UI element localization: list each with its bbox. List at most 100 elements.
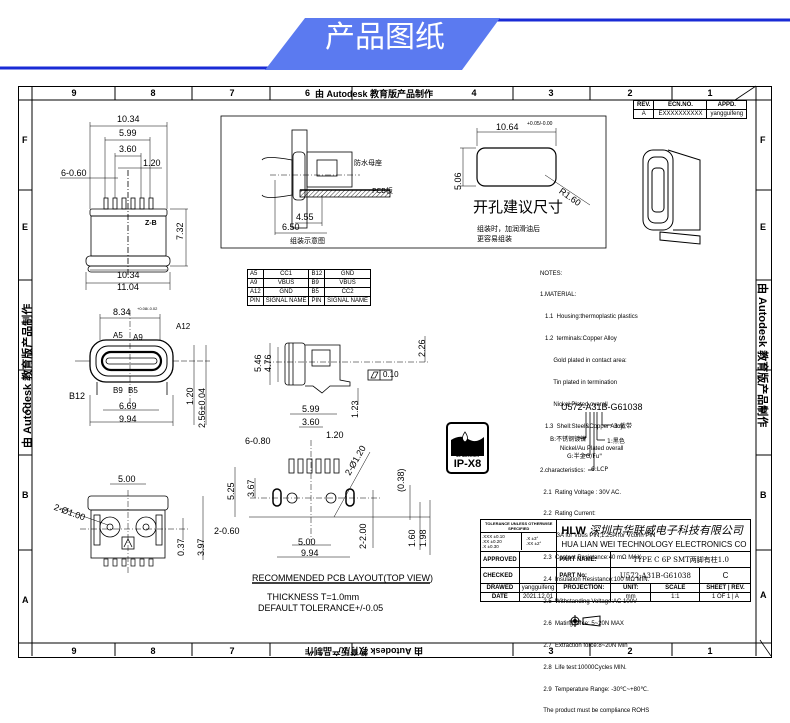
cutout-width-tol: +0.05/-0.00 (527, 121, 553, 127)
row-letter: C (22, 405, 29, 415)
column-number: 4 (471, 88, 477, 98)
revision-table: REV. ECN.NO. APPD. A EXXXXXXXXXX yanggui… (632, 100, 748, 119)
dim-label: 9.94 (119, 414, 137, 424)
company-cell: HLW 深圳市华联威电子科技有限公司 HUA LIAN WEI TECHNOLO… (556, 519, 752, 552)
part-name-label: PART NAME: (556, 551, 612, 568)
dim-label: 3.67 (246, 479, 256, 497)
assembly-diagram (261, 129, 391, 235)
drawing-frame (18, 86, 772, 658)
projection-symbol-icon (569, 615, 601, 627)
header-banner: 产品图纸 (0, 0, 790, 80)
note-line: 2.8 Life test:10000Cycles MIN. (540, 664, 627, 671)
date-label: DATE (480, 592, 520, 602)
rev-label: SHEET | REV. (699, 583, 752, 593)
dim-label: 5.99 (302, 404, 320, 414)
note-line: 2.characteristics: (540, 467, 586, 474)
tolerance-cell: TOLERANCE UNLESS OTHERWISE SPECIFIED .XX… (479, 519, 558, 552)
dim-label: 5.00 (118, 474, 136, 484)
row-letter: E (22, 222, 29, 232)
column-number: 6 (305, 88, 311, 98)
part-code-legend: B:不锈钢镀镍 (550, 436, 587, 443)
ip-rating: IP-X8 (453, 458, 482, 470)
corner-mark (759, 639, 772, 657)
tol-angular: .XX ±2° (526, 541, 542, 546)
dim-label: 5.00 (298, 537, 316, 547)
dim-label: 1.20 (185, 387, 195, 405)
part-no-value: U572-A31B-G61038 (610, 567, 701, 584)
part-code-callouts (578, 412, 612, 471)
note-line: Gold plated in contact area: (540, 358, 627, 365)
unit-label: UNIT: (610, 583, 651, 593)
pin-header: PIN (247, 296, 264, 306)
pin-label: A9 (133, 333, 143, 342)
signal-cell: VBUS (324, 278, 371, 288)
notes-block: NOTES: 1.MATERIAL: 1.1 Housing:thermopla… (540, 256, 655, 723)
part-code: U572-A31B-G61038 (561, 402, 643, 412)
company-name-en: HUA LIAN WEI TECHNOLOGY ELECTRONICS CO (561, 540, 747, 549)
dim-label: 2-2.00 (358, 523, 368, 549)
dim-label: 8.34 (113, 307, 131, 317)
signal-header: SIGNAL NAME (324, 296, 371, 306)
dim-label: 6-0.60 (61, 168, 87, 178)
checked-label: CHECKED (480, 567, 520, 584)
assembly-box-border (220, 115, 607, 249)
column-number: 3 (548, 646, 554, 656)
cutout-title: 开孔建议尺寸 (473, 198, 564, 216)
dim-label: 1.23 (350, 400, 360, 418)
row-letter: B (22, 490, 29, 500)
note-line: Nickel/Au Plated overall (540, 445, 624, 452)
tol-linear: .XXX ±0.10 (482, 534, 505, 539)
note-line: 2.5 Withstanding Voltage:AC 100V (540, 598, 638, 605)
corner-mark (734, 85, 757, 101)
row-letter: F (760, 135, 766, 145)
note-line: 1.2 terminals:Copper Alloy (540, 336, 617, 343)
dim-label: 6.50 (282, 222, 300, 232)
note-line: The product must be compliance ROHS (540, 708, 650, 715)
rev-value: A (734, 594, 739, 600)
pin-label: A12 (176, 322, 191, 331)
column-number: 3 (548, 88, 554, 98)
cutout-diagram (460, 128, 591, 206)
water-drop-icon (451, 431, 484, 456)
pin-cell: A12 (247, 287, 264, 297)
note-line: 2.1 Rating Voltage : 30V AC. (540, 489, 622, 496)
column-number: 9 (71, 88, 77, 98)
pin-cell: A9 (247, 278, 264, 288)
dim-label: 7.32 (175, 222, 185, 240)
row-letter: C (760, 405, 767, 415)
layout-tolerance: DEFAULT TOLERANCE+/-0.05 (258, 603, 384, 613)
pin-label: B12 (69, 391, 86, 401)
column-number: 2 (627, 646, 633, 656)
dim-label: 10.34 (117, 270, 140, 280)
dim-label: 4.55 (296, 212, 314, 222)
column-number: 2 (627, 88, 633, 98)
autodesk-watermark-top: 由 Autodesk 教育版产品制作 (315, 89, 434, 99)
note-line: 1.1 Housing:thermoplastic plastics (540, 314, 638, 321)
banner-graphic (0, 18, 790, 70)
rev-label-text: REV. (731, 585, 745, 591)
dim-label: 4.76 (263, 354, 273, 372)
appd-value: yangguifeng (706, 109, 748, 119)
pin-header: PIN (308, 296, 326, 306)
note-line: 1.MATERIAL: (540, 292, 577, 299)
pin-cell: B9 (308, 278, 326, 288)
dim-label: 5.25 (226, 482, 236, 500)
note-line: Nickel Plated overall (540, 401, 608, 408)
pin-label: B9 (113, 386, 123, 395)
dim-label: 11.04 (117, 282, 139, 292)
part-name-value: TYPE C 6P SMT两脚有柱1.0 (610, 551, 752, 568)
column-ticks (18, 86, 771, 656)
dim-label: 3.60 (119, 144, 137, 154)
column-number: 7 (229, 88, 235, 98)
dim-label: 0.37 (176, 538, 186, 556)
row-letter: A (22, 595, 29, 605)
dim-label: 6.69 (119, 401, 137, 411)
dim-label: 9.94 (301, 548, 319, 558)
approved-label: APPROVED (480, 551, 520, 568)
drawer-value: yangguifeng (518, 583, 558, 593)
dim-label: 2.26 (417, 339, 427, 357)
